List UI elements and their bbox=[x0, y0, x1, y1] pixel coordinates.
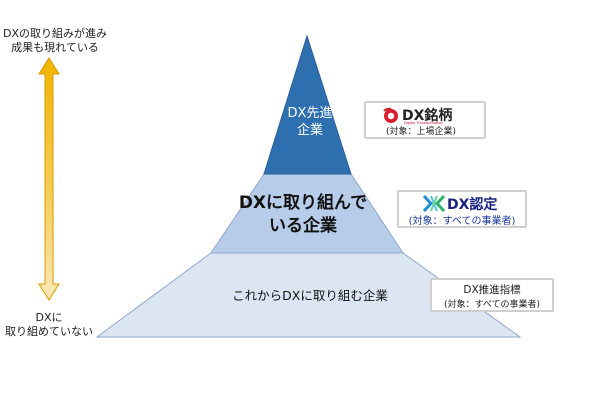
dx-meigara-badge: DX銘柄 Digital Transformation (対象：上場企業) bbox=[364, 101, 486, 139]
double-arrow-icon bbox=[38, 57, 60, 301]
tier-middle-line2: いる企業 bbox=[269, 216, 337, 236]
tier-bottom-label: これからDXに取り組む企業 bbox=[200, 288, 420, 304]
dx-meigara-subtitle: (対象：上場企業) bbox=[386, 127, 457, 137]
bottom-label-line1: DXに bbox=[35, 311, 63, 324]
tier-top-line2: 企業 bbox=[296, 123, 323, 138]
dx-shihyo-subtitle: (対象：すべての事業者) bbox=[443, 300, 541, 310]
dx-shihyo-badge: DX推進指標 (対象：すべての事業者) bbox=[430, 278, 554, 312]
tier-top-label: DX先進 企業 bbox=[250, 105, 370, 139]
dx-nintei-badge: DX認定 (対象：すべての事業者) bbox=[397, 190, 527, 228]
top-label-line1: DXの取り組みが進み bbox=[2, 27, 107, 40]
dx-nintei-logo-icon bbox=[423, 195, 445, 212]
dx-meigara-logo-icon bbox=[383, 107, 398, 123]
bottom-label-line2: 取り組めていない bbox=[5, 325, 93, 338]
dx-nintei-title: DX認定 bbox=[447, 197, 498, 213]
tier-middle-label: DXに取り組んで いる企業 bbox=[208, 192, 398, 238]
tier-middle-line1: DXに取り組んで bbox=[238, 193, 368, 213]
dx-meigara-subtitle-en: Digital Transformation bbox=[404, 121, 443, 125]
top-label-line2: 成果も現れている bbox=[11, 41, 99, 54]
dx-shihyo-title: DX推進指標 bbox=[463, 284, 521, 296]
dx-nintei-subtitle: (対象：すべての事業者) bbox=[408, 216, 516, 227]
top-side-label: DXの取り組みが進み 成果も現れている bbox=[0, 27, 110, 55]
dx-meigara-title: DX銘柄 bbox=[402, 108, 453, 124]
pyramid-tier-top bbox=[263, 34, 352, 175]
bottom-side-label: DXに 取り組めていない bbox=[0, 311, 98, 339]
tier-top-line1: DX先進 bbox=[287, 106, 333, 121]
tier-bottom-line1: これからDXに取り組む企業 bbox=[232, 288, 388, 303]
